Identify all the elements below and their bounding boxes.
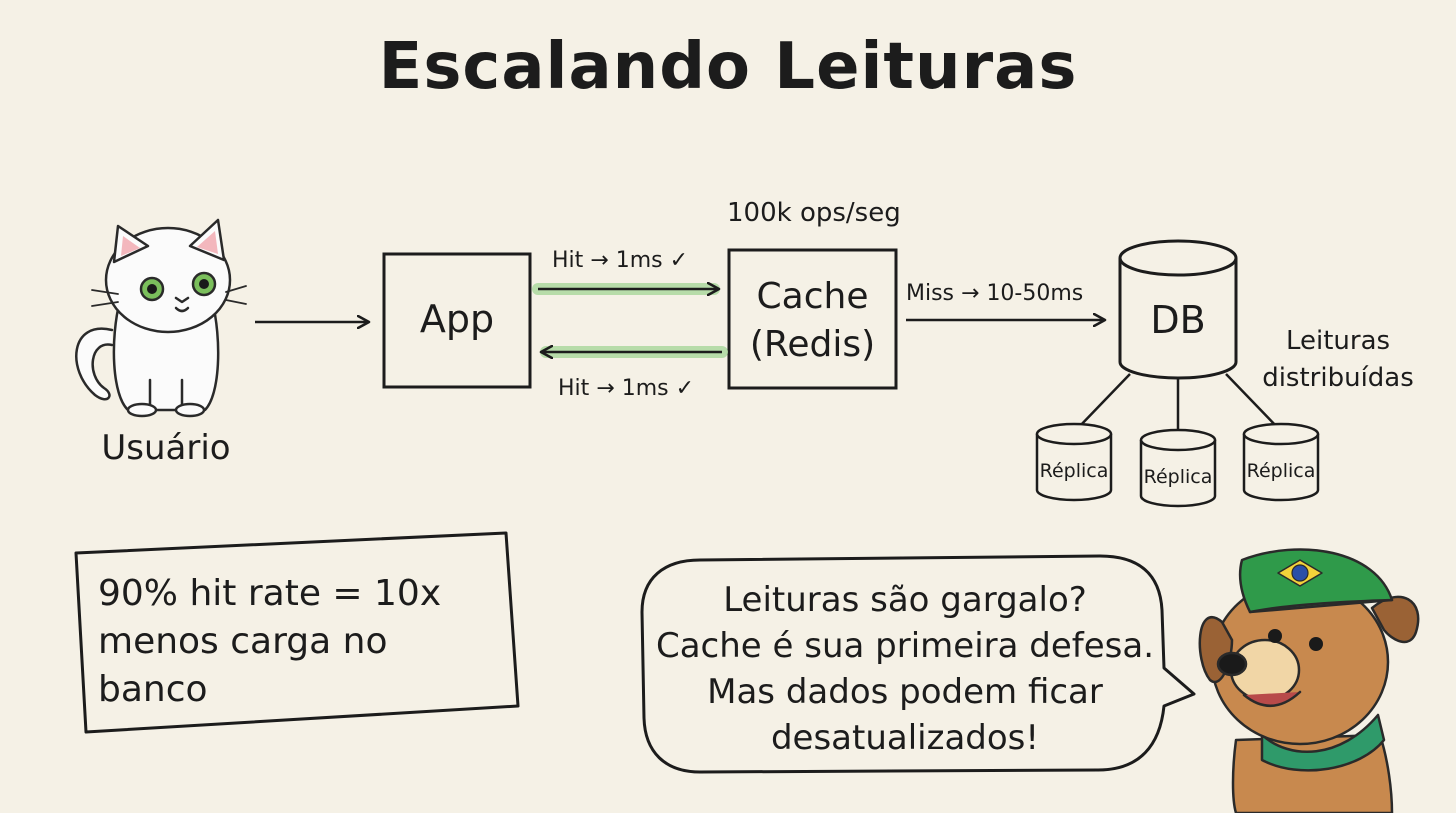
- replicas-caption-line1: Leituras: [1285, 326, 1391, 356]
- edge-label-hit-to-cache: Hit → 1ms ✓: [552, 248, 689, 273]
- speech-line-2: Cache é sua primeira defesa.: [655, 626, 1155, 666]
- speech-line-4: desatualizados!: [770, 718, 1040, 758]
- app-box: [382, 252, 532, 389]
- cache-label-line1: Cache: [756, 276, 869, 317]
- replica-label-3: Réplica: [1246, 460, 1316, 482]
- speech-line-1: Leituras são gargalo?: [723, 580, 1087, 620]
- edge-label-miss-to-db: Miss → 10-50ms: [906, 281, 1084, 306]
- cache-label-line2: (Redis): [749, 324, 876, 365]
- app-label: App: [419, 297, 495, 341]
- db-cylinder: [1118, 239, 1238, 380]
- note-line-2: menos carga no banco: [98, 621, 388, 710]
- replica-label-1: Réplica: [1039, 460, 1109, 482]
- dog-mascot-illustration: [1198, 548, 1420, 813]
- replicas-caption-line2: distribuídas: [1262, 363, 1414, 393]
- replica-cylinder-3: [1242, 422, 1320, 502]
- cache-box: [727, 248, 898, 390]
- page-title: Escalando Leituras: [378, 30, 1078, 104]
- user-label: Usuário: [101, 428, 231, 468]
- speech-bubble-text: Leituras são gargalo? Cache é sua primei…: [655, 577, 1155, 761]
- db-label: DB: [1150, 298, 1206, 342]
- replica-connectors: [1077, 373, 1279, 430]
- replica-label-2: Réplica: [1143, 466, 1213, 488]
- cache-throughput-label: 100k ops/seg: [727, 198, 901, 228]
- cat-user-illustration: [75, 218, 247, 418]
- edge-label-hit-to-app: Hit → 1ms ✓: [558, 376, 695, 401]
- note-text: 90% hit rate = 10x menos carga no banco: [98, 570, 508, 714]
- note-line-1: 90% hit rate = 10x: [98, 573, 442, 614]
- note-box: [74, 531, 520, 734]
- replica-cylinder-1: [1035, 422, 1113, 502]
- replica-cylinder-2: [1139, 428, 1217, 508]
- speech-bubble: [640, 554, 1196, 774]
- speech-line-3: Mas dados podem ficar: [707, 672, 1103, 712]
